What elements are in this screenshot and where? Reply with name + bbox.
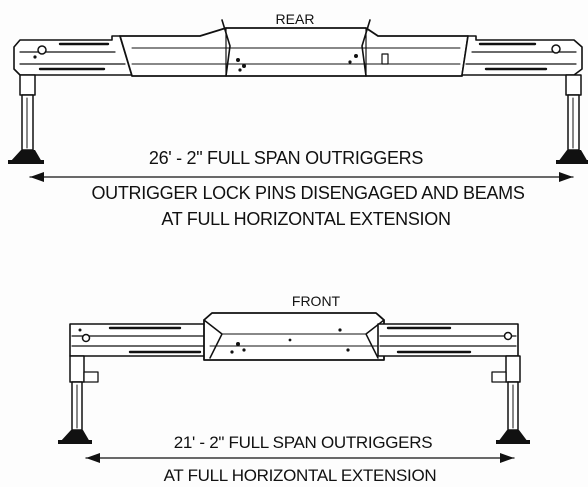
front-span-label: 21' - 2" FULL SPAN OUTRIGGERS — [174, 433, 432, 452]
front-right-jack — [491, 355, 530, 444]
rear-center-box — [119, 19, 469, 77]
front-note-line1: AT FULL HORIZONTAL EXTENSION — [164, 466, 437, 485]
rear-title: REAR — [276, 11, 315, 27]
rear-left-jack — [8, 74, 44, 164]
rear-note-line2: AT FULL HORIZONTAL EXTENSION — [161, 209, 450, 229]
front-title: FRONT — [292, 293, 341, 309]
front-center-box — [203, 312, 385, 361]
rear-left-beam — [13, 35, 133, 76]
front-left-jack — [58, 355, 99, 444]
rear-right-beam — [461, 35, 583, 76]
rear-span-label: 26' - 2" FULL SPAN OUTRIGGERS — [149, 148, 423, 168]
rear-right-jack — [556, 74, 588, 164]
front-left-beam — [69, 323, 211, 357]
rear-note-line1: OUTRIGGER LOCK PINS DISENGAGED AND BEAMS — [91, 183, 524, 203]
front-span-dimension — [85, 453, 515, 463]
front-right-beam — [377, 323, 519, 357]
rear-span-dimension — [29, 172, 574, 182]
rear-outrigger-assembly — [8, 19, 588, 182]
front-outrigger-assembly — [58, 312, 530, 463]
